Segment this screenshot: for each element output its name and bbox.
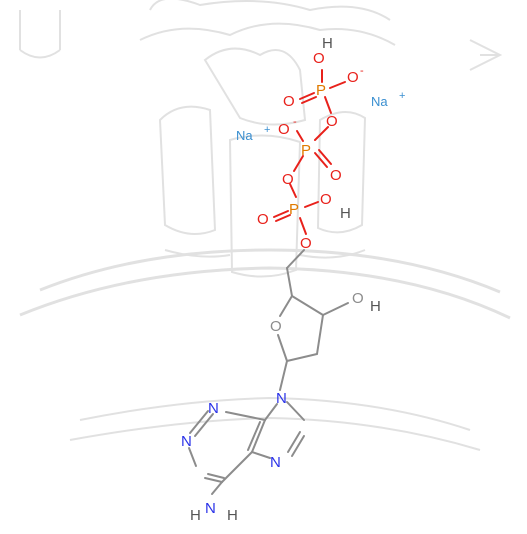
atom-o-p3-top: O: [282, 171, 294, 188]
atom-n3: N: [208, 400, 219, 417]
atom-na-2: Na: [236, 128, 253, 143]
bond-p3-o-right: [304, 201, 319, 208]
bond-p2-o-down: [293, 155, 304, 172]
atom-o-p1-right: O: [347, 69, 359, 86]
bond-p3-o-double-a: [273, 210, 289, 218]
bond-c3-c2: [316, 314, 324, 355]
bond-n7-c5: [251, 451, 271, 459]
atom-n7: N: [270, 454, 281, 471]
atom-h-hydroxyl: H: [370, 298, 381, 315]
bond-p1-o-double-a: [299, 92, 315, 100]
bond-p3-o-double-b: [275, 214, 291, 222]
atom-o-p1-double: O: [283, 93, 295, 110]
bond-p1-o-bridge: [324, 96, 332, 114]
charge-o-p2-left: -: [293, 116, 297, 128]
bond-o-ring-c4: [279, 295, 293, 317]
bond-c4-c5-b: [247, 421, 261, 451]
charge-na-2: +: [264, 124, 270, 136]
atom-o-p2-double: O: [330, 167, 342, 184]
bond-bridge-p2: [314, 126, 329, 141]
bonds: [188, 69, 349, 495]
charge-na-1: +: [399, 90, 405, 102]
atom-p2: P: [301, 142, 311, 159]
atom-o-ring: O: [270, 318, 282, 335]
bond-c2-n1: [188, 447, 197, 467]
atom-o-bridge-1: O: [326, 113, 338, 130]
bond-c2-c1: [286, 353, 318, 362]
bond-c4-n3: [225, 411, 266, 421]
charge-o-p1-right: -: [360, 65, 364, 77]
bond-p3-o-bottom: [299, 217, 307, 235]
bond-c4-c5: [251, 419, 266, 453]
atom-h-p1-top: H: [322, 35, 333, 52]
bond-n1-c6-b: [207, 473, 225, 479]
atom-o-hydroxyl: O: [352, 290, 364, 307]
atom-n9: N: [276, 390, 287, 407]
bond-c1-o-ring: [277, 334, 288, 362]
atom-h-amine-1: H: [190, 507, 201, 524]
bond-n1-c6: [204, 477, 223, 483]
atom-o-p1-top: O: [313, 50, 325, 67]
atom-p1: P: [316, 82, 326, 99]
bond-n3-c2: [194, 413, 214, 437]
atom-n-amine: N: [205, 500, 216, 517]
bond-c4-c3: [291, 295, 324, 316]
atom-n1-left: N: [181, 433, 192, 450]
atom-h-amine-2: H: [227, 507, 238, 524]
bond-o-p3: [289, 183, 297, 198]
bond-ch2-c4: [286, 267, 293, 297]
bond-p1-o-double-b: [301, 96, 317, 104]
bond-p1-o-right: [329, 81, 346, 89]
bond-n3-c2-b: [189, 410, 209, 434]
bond-c6-c5: [221, 451, 253, 483]
atom-o-p3-right: O: [320, 191, 332, 208]
bond-p2-o-double-b: [318, 149, 332, 165]
atom-o-p3-bottom: O: [300, 235, 312, 252]
atom-o-p3-double: O: [257, 211, 269, 228]
watermark-seal: [19, 0, 511, 451]
bond-c6-nh2: [211, 481, 223, 495]
bond-c8-n7-b: [291, 435, 305, 457]
bond-o-ch2: [286, 249, 305, 269]
atom-o-p2-left: O: [278, 121, 290, 138]
bond-p2-o-double-a: [314, 152, 328, 168]
bond-c1-n9: [279, 360, 288, 391]
bond-n9-c8: [286, 401, 305, 421]
bond-c8-n7-a: [287, 431, 301, 453]
bond-p2-o-left: [296, 130, 304, 142]
atom-h-p3-right: H: [340, 205, 351, 222]
bond-c3-oh: [322, 302, 349, 316]
atom-labels: O H P O - O O Na + Na + O - P O O P O O …: [181, 35, 405, 524]
atom-na-1: Na: [371, 94, 388, 109]
atom-p3: P: [289, 201, 299, 218]
bond-n9-c4: [264, 403, 278, 421]
